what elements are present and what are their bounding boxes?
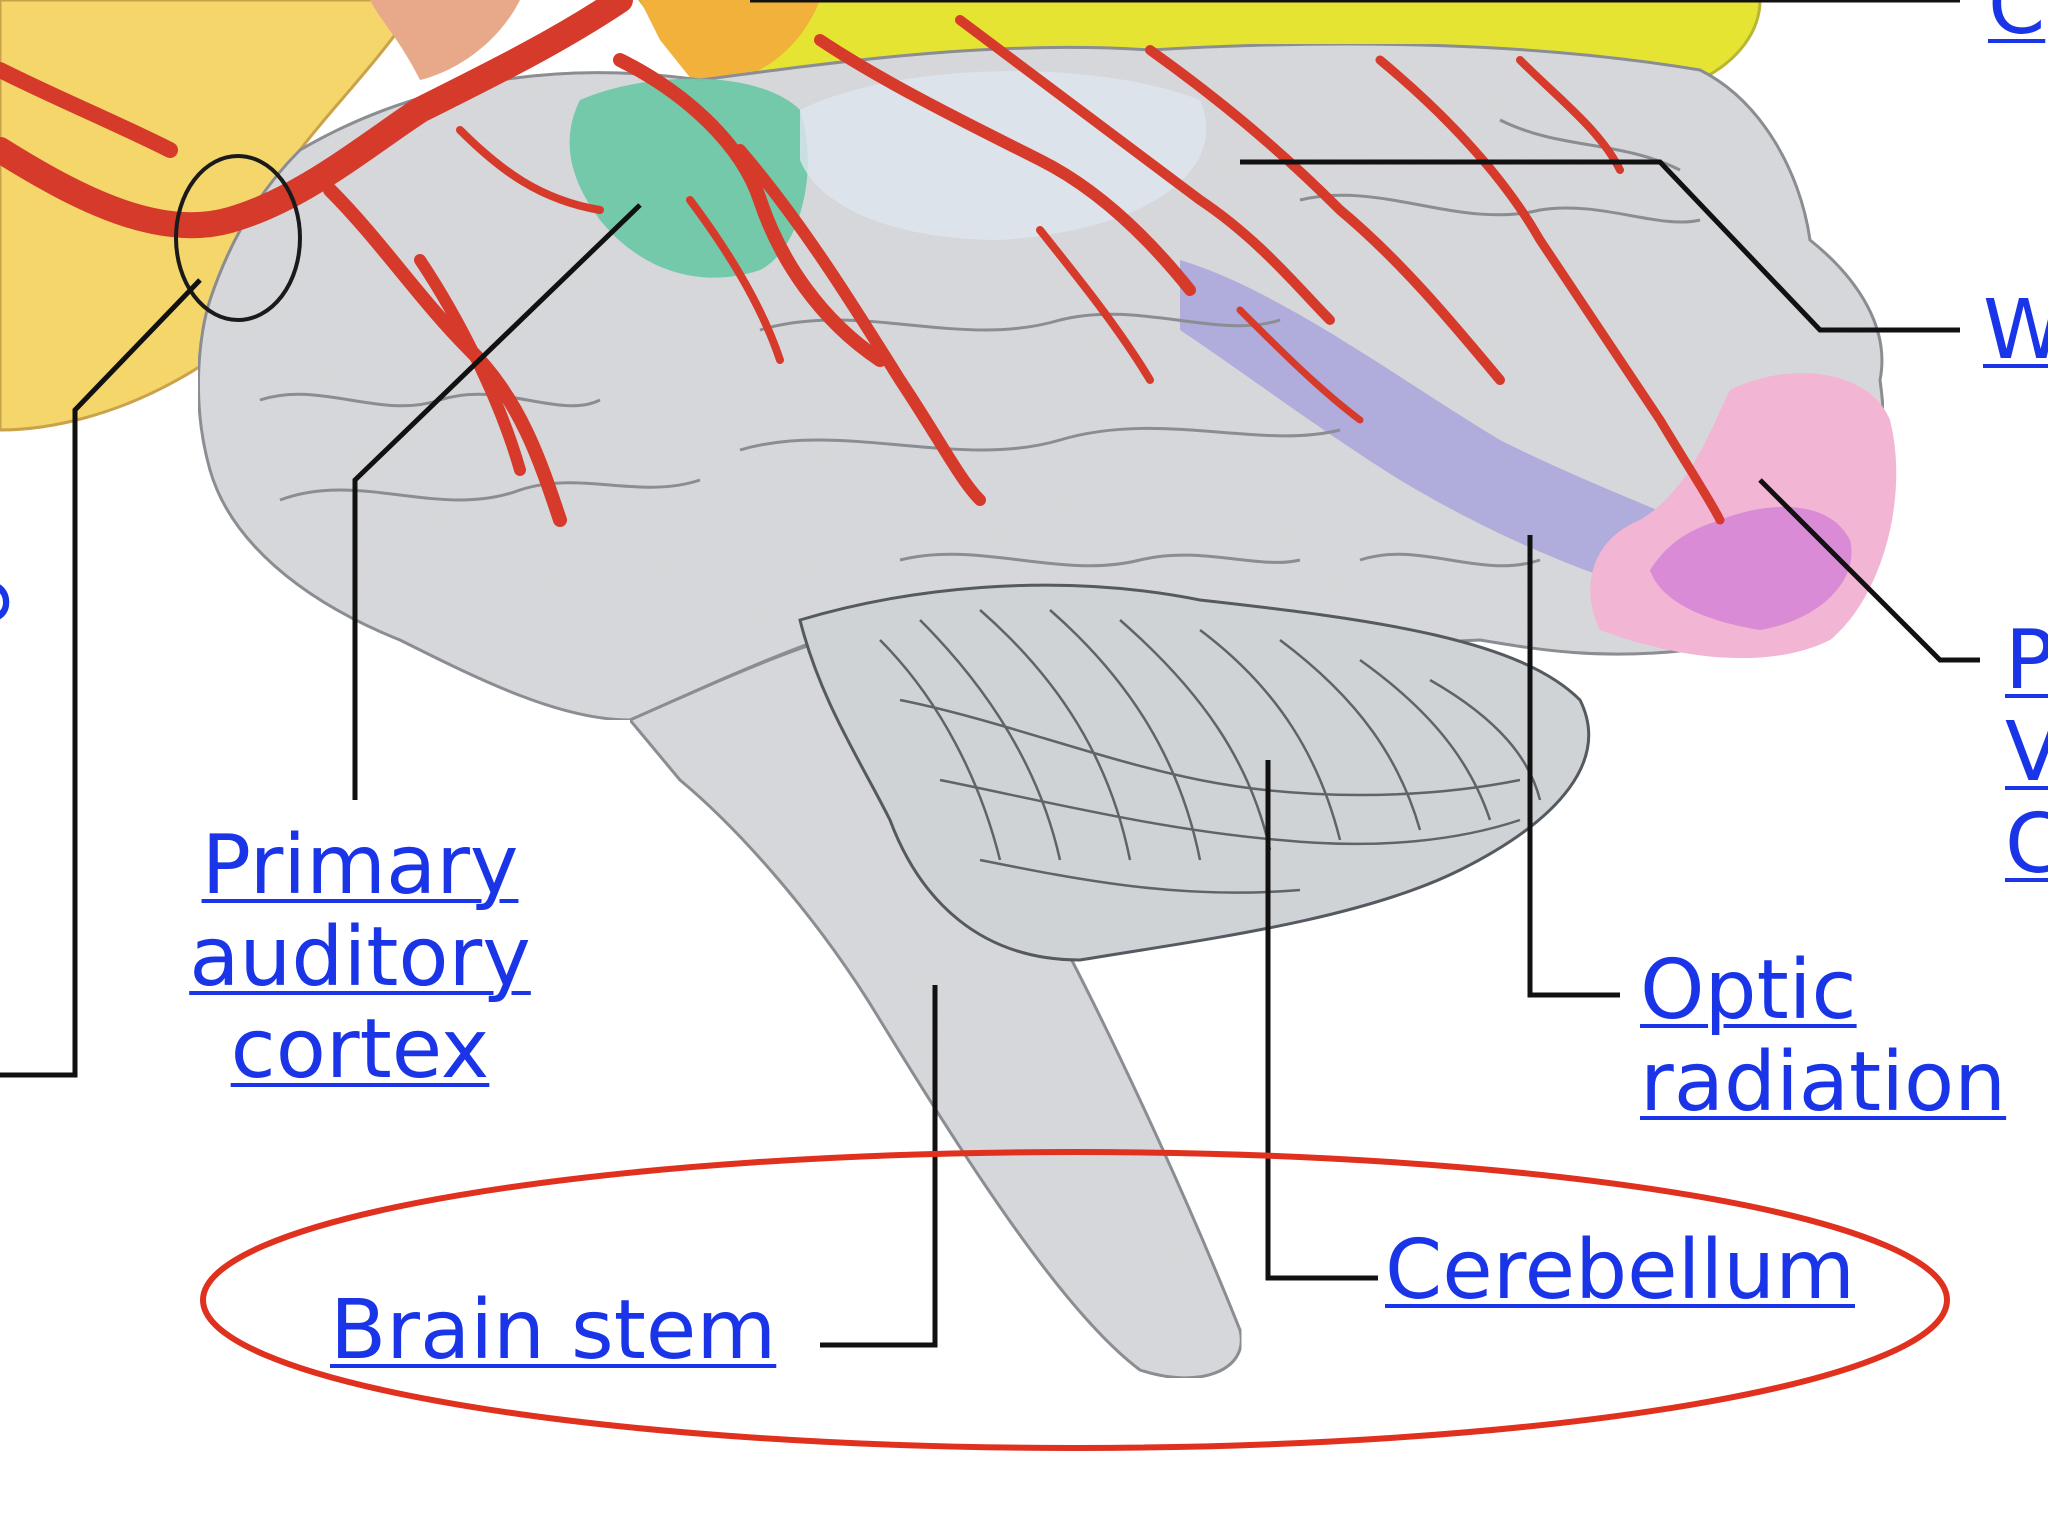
optic-radiation-band xyxy=(1180,260,1720,600)
arteries xyxy=(0,0,1725,527)
primary-auditory-cortex-link[interactable]: Primary auditory cortex xyxy=(170,820,550,1096)
optic-radiation-link[interactable]: Optic radiation xyxy=(1640,945,2006,1129)
cerebellum-link[interactable]: Cerebellum xyxy=(1385,1223,1855,1318)
brain-stem-link[interactable]: Brain stem xyxy=(330,1283,777,1378)
edge-label-top-right[interactable]: C xyxy=(1988,0,2046,52)
visual-cortex-inner xyxy=(1650,506,1852,630)
salmon-region xyxy=(370,0,520,80)
edge-label-right-low-2: V xyxy=(2005,705,2048,800)
leader-lines xyxy=(0,0,1980,1348)
primary-auditory-cortex-line-3: cortex xyxy=(230,1002,490,1097)
edge-label-left[interactable]: e xyxy=(0,576,36,636)
optic-radiation-line-1: Optic xyxy=(1640,943,1857,1038)
optic-radiation-line-2: radiation xyxy=(1640,1035,2007,1130)
edge-label-right-mid[interactable]: W xyxy=(1983,285,2048,377)
edge-label-right-low-3: C xyxy=(2005,797,2048,891)
edge-label-right-low[interactable]: P V C xyxy=(2005,615,2048,891)
highlight-ellipse xyxy=(200,1149,1950,1451)
orange-region xyxy=(640,0,820,90)
primary-auditory-cortex-line-1: Primary xyxy=(201,818,519,913)
vessel-marker-circle xyxy=(174,154,302,322)
auditory-cortex-region xyxy=(569,78,808,278)
edge-label-right-low-1: P xyxy=(2005,615,2048,708)
cerebellum-folia xyxy=(879,609,1542,894)
primary-auditory-cortex-line-2: auditory xyxy=(189,910,531,1005)
cerebellum-shape xyxy=(798,583,1591,962)
